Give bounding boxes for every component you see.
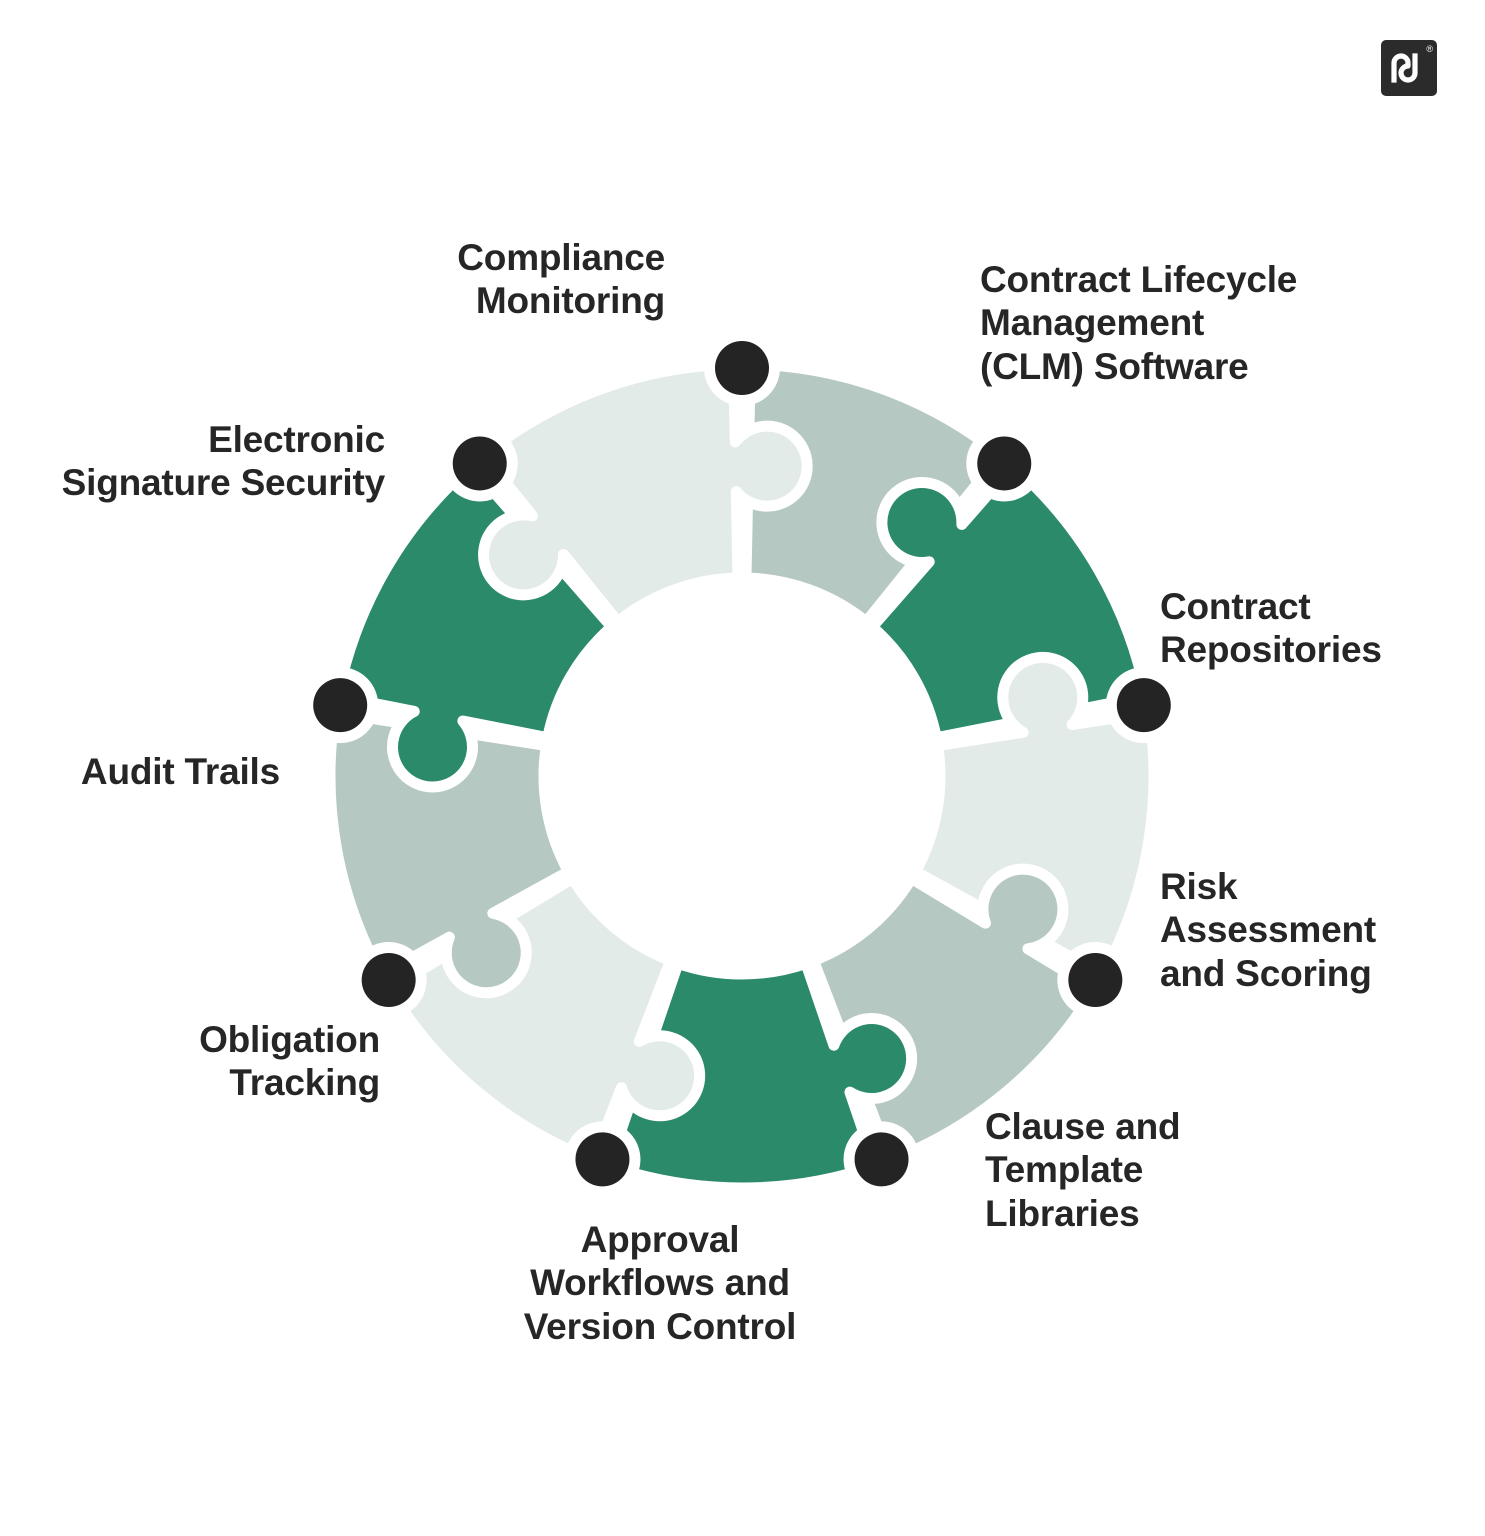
bullet-dot-icon[interactable] xyxy=(715,341,769,395)
registered-trademark-icon: ® xyxy=(1426,44,1433,54)
segment-label-obligation-tracking: Obligation Tracking xyxy=(199,1019,380,1104)
bullet-dot-icon[interactable] xyxy=(575,1132,630,1187)
bullet-dot-icon[interactable] xyxy=(313,678,368,733)
segment-label-risk-assessment-and-scoring: Risk Assessment and Scoring xyxy=(1160,866,1377,994)
bullet-dot-icon[interactable] xyxy=(1068,953,1123,1007)
segment-label-approval-workflows: Approval Workflows and Version Control xyxy=(523,1219,797,1347)
pandadoc-logo xyxy=(1381,40,1437,96)
bullet-dot-icon[interactable] xyxy=(854,1132,909,1187)
segment-label-contract-repositories: Contract Repositories xyxy=(1160,586,1382,671)
bullet-dot-icon[interactable] xyxy=(1116,678,1171,733)
bullet-dot-icon[interactable] xyxy=(977,436,1032,491)
segment-label-compliance-monitoring: Compliance Monitoring xyxy=(457,237,665,322)
segment-label-electronic-signature-security: Electronic Signature Security xyxy=(61,419,386,504)
segment-label-audit-trails: Audit Trails xyxy=(80,751,280,792)
segment-label-contract-lifecycle-management: Contract Lifecycle Management (CLM) Soft… xyxy=(980,259,1298,387)
segment-label-clause-and-template-libraries: Clause and Template Libraries xyxy=(985,1106,1181,1234)
bullet-dot-icon[interactable] xyxy=(452,436,507,491)
hub-center xyxy=(550,584,934,968)
bullet-dot-icon[interactable] xyxy=(361,953,416,1007)
